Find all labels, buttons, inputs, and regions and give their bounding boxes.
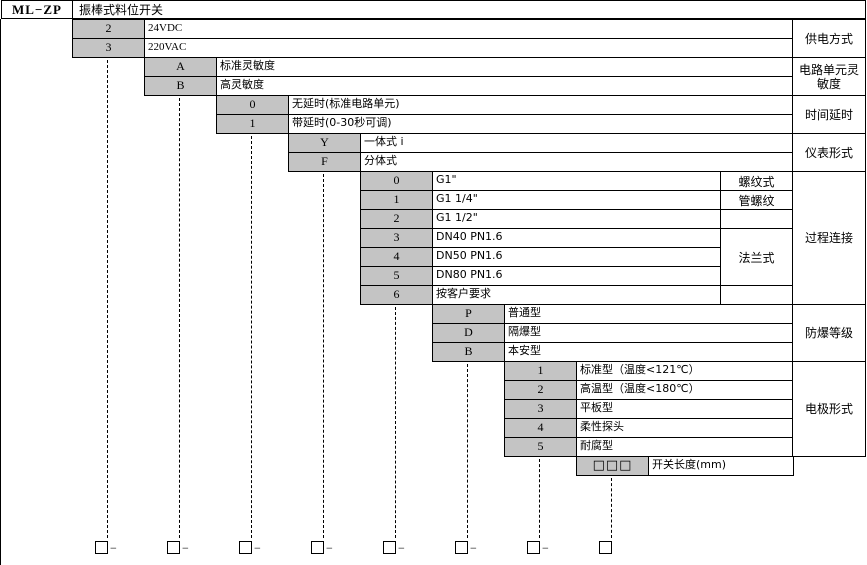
guide-line <box>395 307 396 538</box>
option-label: 平板型 <box>577 399 793 419</box>
option-code: 5 <box>360 266 433 286</box>
option-label: DN40 PN1.6 <box>433 228 721 248</box>
length-label: 开关长度(mm) <box>649 456 794 476</box>
option-code: 3 <box>504 399 577 419</box>
option-code: 1 <box>360 190 433 210</box>
option-code: 3 <box>72 38 145 58</box>
option-label: DN50 PN1.6 <box>433 247 721 267</box>
selector-box[interactable] <box>455 541 468 554</box>
option-code: 2 <box>72 19 145 39</box>
option-label: 隔爆型 <box>505 323 793 343</box>
connection-subtype <box>720 285 793 305</box>
option-code: 1 <box>216 114 289 134</box>
option-code: P <box>432 304 505 324</box>
selector-box[interactable] <box>527 541 540 554</box>
category-label: 仪表形式 <box>792 133 866 172</box>
category-label: 防爆等级 <box>792 304 866 362</box>
option-code: 2 <box>504 380 577 400</box>
option-label: 一体式 i <box>361 133 793 153</box>
option-label: G1" <box>433 171 721 191</box>
selector-separator: − <box>542 541 549 555</box>
category-label: 电极形式 <box>792 361 866 457</box>
option-code: Y <box>288 133 361 153</box>
option-label: 高温型（温度<180℃） <box>577 380 793 400</box>
option-label: 带延时(0-30秒可调) <box>289 114 793 134</box>
option-label: 普通型 <box>505 304 793 324</box>
guide-line <box>107 60 108 538</box>
category-label: 供电方式 <box>792 19 866 58</box>
option-label: 标准型（温度<121℃） <box>577 361 793 381</box>
guide-line <box>539 459 540 538</box>
option-label: G1 1/2" <box>433 209 721 229</box>
option-code: B <box>432 342 505 362</box>
option-label: G1 1/4" <box>433 190 721 210</box>
option-label: DN80 PN1.6 <box>433 266 721 286</box>
category-label: 电路单元灵敏度 <box>792 57 866 96</box>
option-label: 分体式 <box>361 152 793 172</box>
product-title: 振棒式料位开关 <box>72 0 866 19</box>
option-code: F <box>288 152 361 172</box>
guide-line <box>179 98 180 538</box>
length-code: □□□ <box>576 456 649 476</box>
guide-line <box>467 364 468 538</box>
selector-separator: − <box>254 541 261 555</box>
option-code: 4 <box>360 247 433 267</box>
option-label: 220VAC <box>145 38 793 58</box>
selector-box[interactable] <box>383 541 396 554</box>
selector-box[interactable] <box>167 541 180 554</box>
selector-box[interactable] <box>239 541 252 554</box>
option-code: 3 <box>360 228 433 248</box>
selector-box[interactable] <box>311 541 324 554</box>
option-code: 5 <box>504 437 577 457</box>
option-label: 按客户要求 <box>433 285 721 305</box>
option-code: D <box>432 323 505 343</box>
left-border <box>0 19 1 565</box>
model-code: ML−ZP <box>1 0 73 19</box>
category-label: 时间延时 <box>792 95 866 134</box>
option-label: 标准灵敏度 <box>217 57 793 77</box>
option-code: 0 <box>360 171 433 191</box>
option-code: 6 <box>360 285 433 305</box>
option-code: A <box>144 57 217 77</box>
option-label: 高灵敏度 <box>217 76 793 96</box>
selector-separator: − <box>398 541 405 555</box>
option-code: B <box>144 76 217 96</box>
option-label: 本安型 <box>505 342 793 362</box>
option-label: 柔性探头 <box>577 418 793 438</box>
guide-line <box>611 478 612 538</box>
selector-separator: − <box>470 541 477 555</box>
option-label: 无延时(标准电路单元) <box>289 95 793 115</box>
option-label: 耐腐型 <box>577 437 793 457</box>
connection-subtype: 法兰式 <box>720 228 793 286</box>
option-code: 4 <box>504 418 577 438</box>
option-label: 24VDC <box>145 19 793 39</box>
connection-subtype <box>720 209 793 229</box>
category-label: 过程连接 <box>792 171 866 305</box>
guide-line <box>323 174 324 538</box>
guide-line <box>251 136 252 538</box>
option-code: 2 <box>360 209 433 229</box>
selector-separator: − <box>182 541 189 555</box>
option-code: 0 <box>216 95 289 115</box>
connection-subtype: 螺纹式 <box>720 171 793 191</box>
connection-subtype: 管螺纹 <box>720 190 793 210</box>
selector-separator: − <box>110 541 117 555</box>
selector-box[interactable] <box>95 541 108 554</box>
option-code: 1 <box>504 361 577 381</box>
selector-box[interactable] <box>599 541 612 554</box>
selector-separator: − <box>326 541 333 555</box>
